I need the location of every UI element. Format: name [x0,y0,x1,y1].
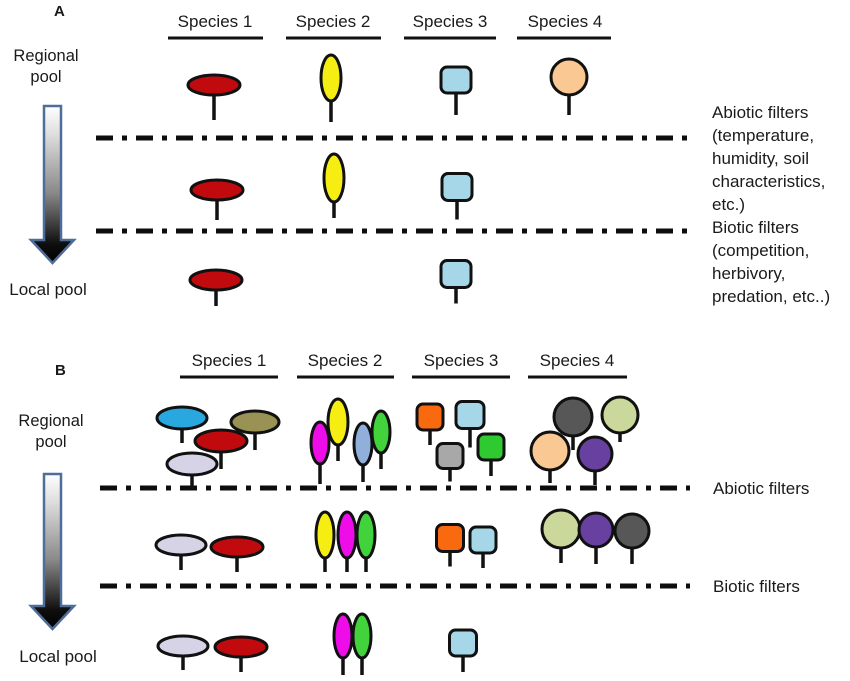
species-1-ellipse-h-shape [155,405,209,443]
species-4-circle-shape [529,430,571,483]
species-4-circle-shape [552,396,594,450]
species-1-ellipse-h-shape [188,268,244,306]
species-2-ellipse-v-shape [314,510,336,572]
species-3-square-shape [440,172,474,220]
species-4-circle-shape [577,511,615,564]
shapes-a-row-after-abiotic-filter [189,152,474,220]
species-1-ellipse-h-shape [209,535,265,572]
species-2-ellipse-v-shape [322,152,346,218]
species-2-header-a: Species 2 [295,12,371,31]
shapes-a-row-local-pool [188,259,473,306]
regional-to-local-arrow-a [28,104,77,265]
species-3-square-shape [468,525,498,568]
panel-b-letter: B [55,362,66,379]
species-1-ellipse-h-shape [156,634,210,670]
species-1-ellipse-h-shape [154,533,208,570]
abiotic-filter-text-a: Abiotic filters (temperature, humidity, … [712,103,826,214]
panel-a-organisms [186,53,589,306]
species-4-header-a: Species 4 [527,12,603,31]
species-2-ellipse-v-shape [370,409,392,469]
species-3-square-shape [454,400,486,448]
species-4-circle-shape [540,508,582,563]
species-3-square-shape [415,402,445,445]
panel-a-letter: A [54,3,65,20]
species-2-ellipse-v-shape [332,612,354,675]
biotic-filter-label-b: Biotic filters [713,577,800,596]
shapes-b-row-after-abiotic-filter [154,508,651,572]
species-4-circle-shape [600,395,640,442]
species-2-ellipse-v-shape [355,510,377,572]
species-1-ellipse-h-shape [189,178,245,220]
species-3-header-a: Species 3 [412,12,488,31]
species-2-ellipse-v-shape [326,397,350,461]
species-2-ellipse-v-shape [336,510,358,572]
species-4-circle-shape [549,57,589,115]
species-1-ellipse-h-shape [193,428,249,469]
abiotic-filter-label-b: Abiotic filters [713,479,810,498]
panel-b-organisms [154,395,651,675]
shapes-b-row-local-pool [156,612,478,675]
species-2-ellipse-v-shape [309,420,331,484]
species-4-circle-shape [613,512,651,564]
species-2-ellipse-v-shape [319,53,343,122]
species-1-ellipse-h-shape [229,409,281,450]
species-2-ellipse-v-shape [351,612,373,675]
species-3-square-shape [435,523,465,567]
shapes-b-row-regional-pool [155,395,640,489]
species-3-square-shape [435,442,465,482]
shapes-a-row-regional-pool [186,53,589,122]
biotic-filter-text-a: Biotic filters (competition, herbivory, … [712,218,831,306]
species-1-ellipse-h-shape [165,451,219,489]
species-3-square-shape [448,628,478,672]
regional-pool-label-b: Regional pool [18,412,84,451]
species-3-header-b: Species 3 [423,351,499,370]
species-4-header-b: Species 4 [539,351,615,370]
species-1-ellipse-h-shape [186,73,242,120]
species-3-square-shape [439,259,473,304]
species-4-circle-shape [576,435,614,485]
species-3-square-shape [476,432,506,476]
species-1-header-b: Species 1 [191,351,267,370]
species-1-ellipse-h-shape [213,635,269,672]
species-3-square-shape [439,65,473,115]
regional-to-local-arrow-b [28,472,77,631]
species-2-header-b: Species 2 [307,351,383,370]
filter-description-a: Abiotic filters (temperature, humidity, … [712,101,850,308]
regional-pool-label-a: Regional pool [13,47,79,86]
local-pool-label-b: Local pool [19,647,97,666]
species-2-ellipse-v-shape [352,421,374,482]
species-1-header-a: Species 1 [177,12,253,31]
local-pool-label-a: Local pool [9,280,87,299]
